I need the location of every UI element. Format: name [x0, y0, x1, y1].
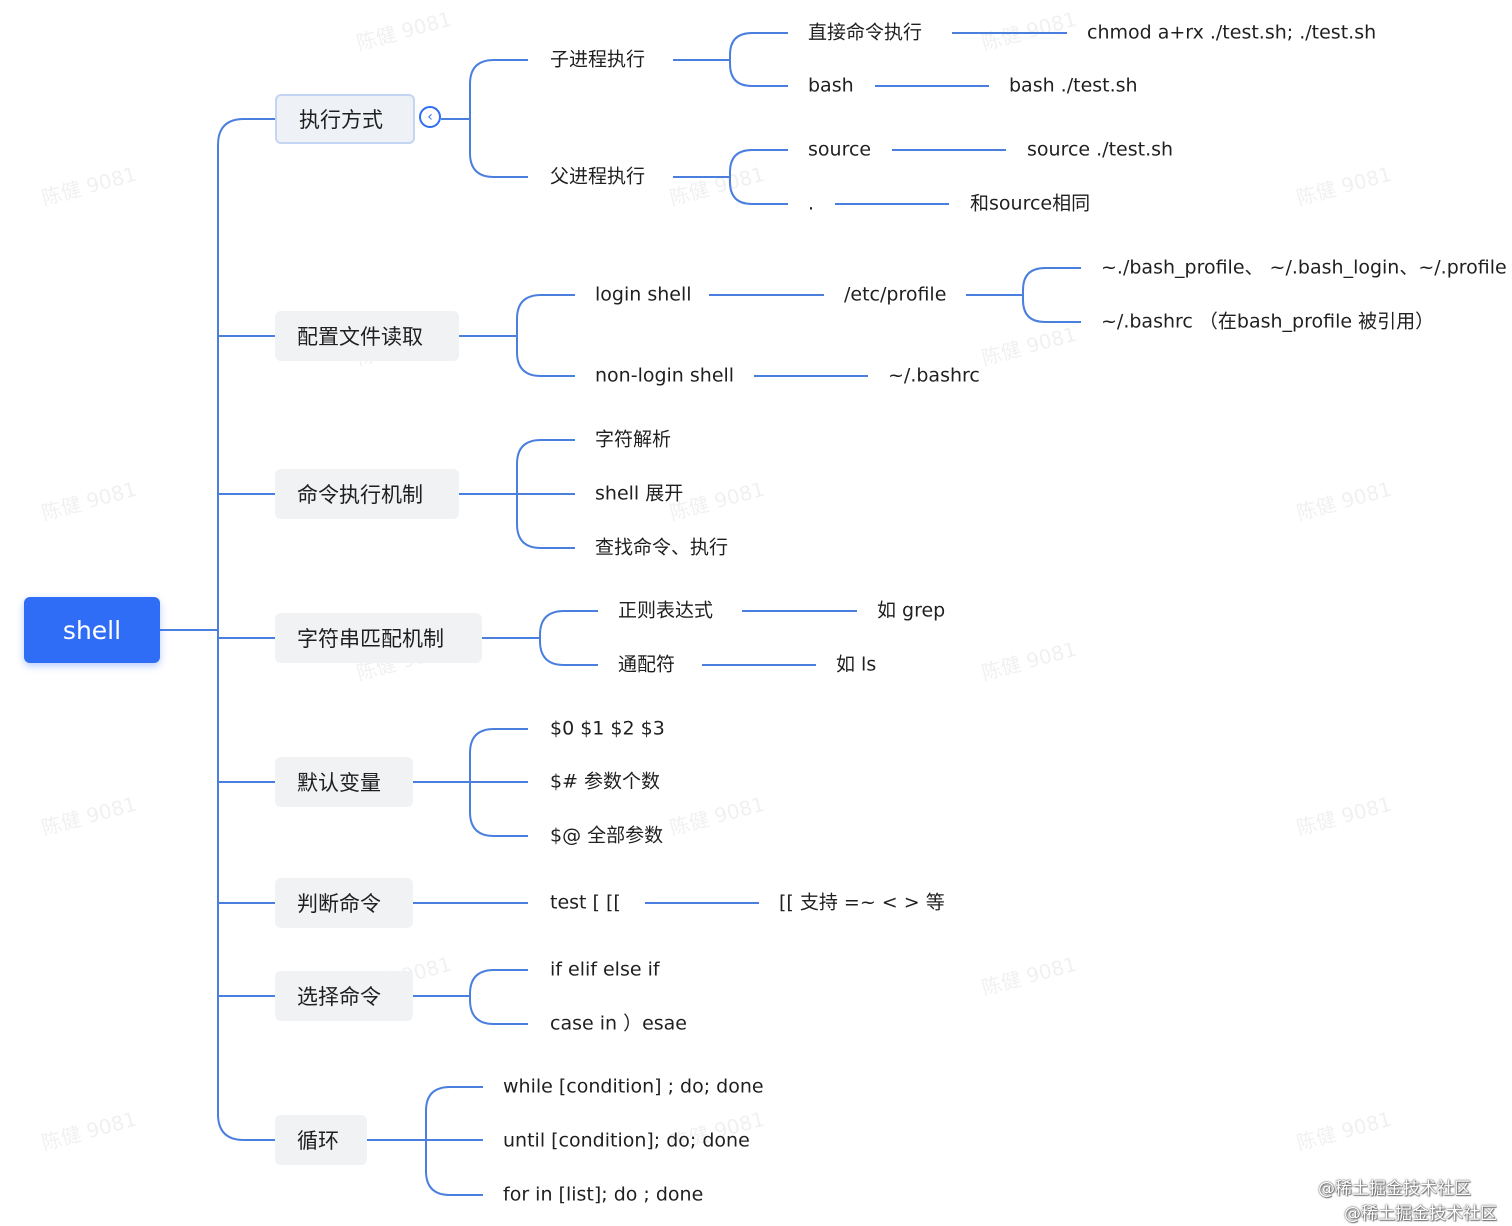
- node-bash-detail[interactable]: bash ./test.sh: [1009, 74, 1138, 97]
- category-loop[interactable]: 循环: [275, 1115, 367, 1165]
- category-label: 执行方式: [299, 108, 383, 132]
- node-while[interactable]: while [condition] ; do; done: [503, 1075, 764, 1098]
- category-label: 选择命令: [297, 985, 381, 1009]
- node-for[interactable]: for in [list]; do ; done: [503, 1183, 704, 1206]
- category-config[interactable]: 配置文件读取: [275, 311, 459, 361]
- category-select[interactable]: 选择命令: [275, 971, 413, 1021]
- node-login-shell[interactable]: login shell: [595, 283, 692, 306]
- node-non-login-shell[interactable]: non-login shell: [595, 364, 735, 387]
- node-dot[interactable]: .: [808, 192, 815, 215]
- node-regex[interactable]: 正则表达式: [618, 599, 714, 622]
- node-parent-process[interactable]: 父进程执行: [550, 165, 646, 188]
- node-child-process[interactable]: 子进程执行: [550, 48, 646, 71]
- node-test[interactable]: test [ [[: [550, 891, 621, 914]
- root-node-label: shell: [62, 615, 122, 645]
- node-direct-exec[interactable]: 直接命令执行: [808, 21, 923, 44]
- node-etc-profile[interactable]: /etc/profile: [844, 283, 947, 306]
- node-source-detail[interactable]: source ./test.sh: [1027, 138, 1174, 161]
- category-label: 命令执行机制: [297, 483, 423, 507]
- node-bashrc[interactable]: ~/.bashrc: [888, 364, 980, 387]
- node-positional-vars[interactable]: $0 $1 $2 $3: [550, 717, 665, 740]
- node-char-parse[interactable]: 字符解析: [595, 428, 672, 451]
- node-if[interactable]: if elif else if: [550, 958, 660, 981]
- node-bashrc-ref[interactable]: ~/.bashrc （在bash_profile 被引用）: [1101, 310, 1435, 333]
- category-match[interactable]: 字符串匹配机制: [275, 613, 482, 663]
- node-dot-detail[interactable]: 和source相同: [970, 192, 1091, 215]
- category-vars[interactable]: 默认变量: [275, 757, 413, 807]
- node-bash[interactable]: bash: [808, 74, 854, 97]
- root-node-shell[interactable]: shell: [24, 597, 160, 663]
- node-profile-files[interactable]: ~./bash_profile、 ~/.bash_login、~/.profil…: [1101, 256, 1507, 279]
- credit-watermark: @稀土掘金技术社区: [1318, 1179, 1471, 1199]
- node-arg-count[interactable]: $# 参数个数: [550, 770, 661, 793]
- node-source[interactable]: source: [808, 138, 872, 161]
- category-mechanism[interactable]: 命令执行机制: [275, 469, 459, 519]
- category-test[interactable]: 判断命令: [275, 878, 413, 928]
- node-wildcard-detail[interactable]: 如 ls: [836, 653, 877, 676]
- node-test-detail[interactable]: [[ 支持 =~ < > 等: [779, 891, 945, 914]
- node-direct-exec-detail[interactable]: chmod a+rx ./test.sh; ./test.sh: [1087, 21, 1377, 44]
- node-until[interactable]: until [condition]; do; done: [503, 1129, 750, 1152]
- credit-watermark: @稀土掘金技术社区: [1344, 1204, 1497, 1224]
- node-regex-detail[interactable]: 如 grep: [877, 599, 946, 622]
- category-exec[interactable]: 执行方式: [275, 94, 415, 144]
- category-label: 判断命令: [297, 892, 381, 916]
- category-label: 默认变量: [297, 771, 381, 795]
- category-label: 循环: [297, 1129, 339, 1153]
- category-label: 字符串匹配机制: [297, 627, 444, 651]
- node-find-exec[interactable]: 查找命令、执行: [595, 536, 729, 559]
- chevron-left-icon[interactable]: ‹: [419, 106, 441, 128]
- node-all-args[interactable]: $@ 全部参数: [550, 824, 664, 847]
- node-shell-expand[interactable]: shell 展开: [595, 482, 684, 505]
- category-label: 配置文件读取: [297, 325, 423, 349]
- node-case[interactable]: case in ）esae: [550, 1012, 687, 1035]
- node-wildcard[interactable]: 通配符: [618, 653, 676, 676]
